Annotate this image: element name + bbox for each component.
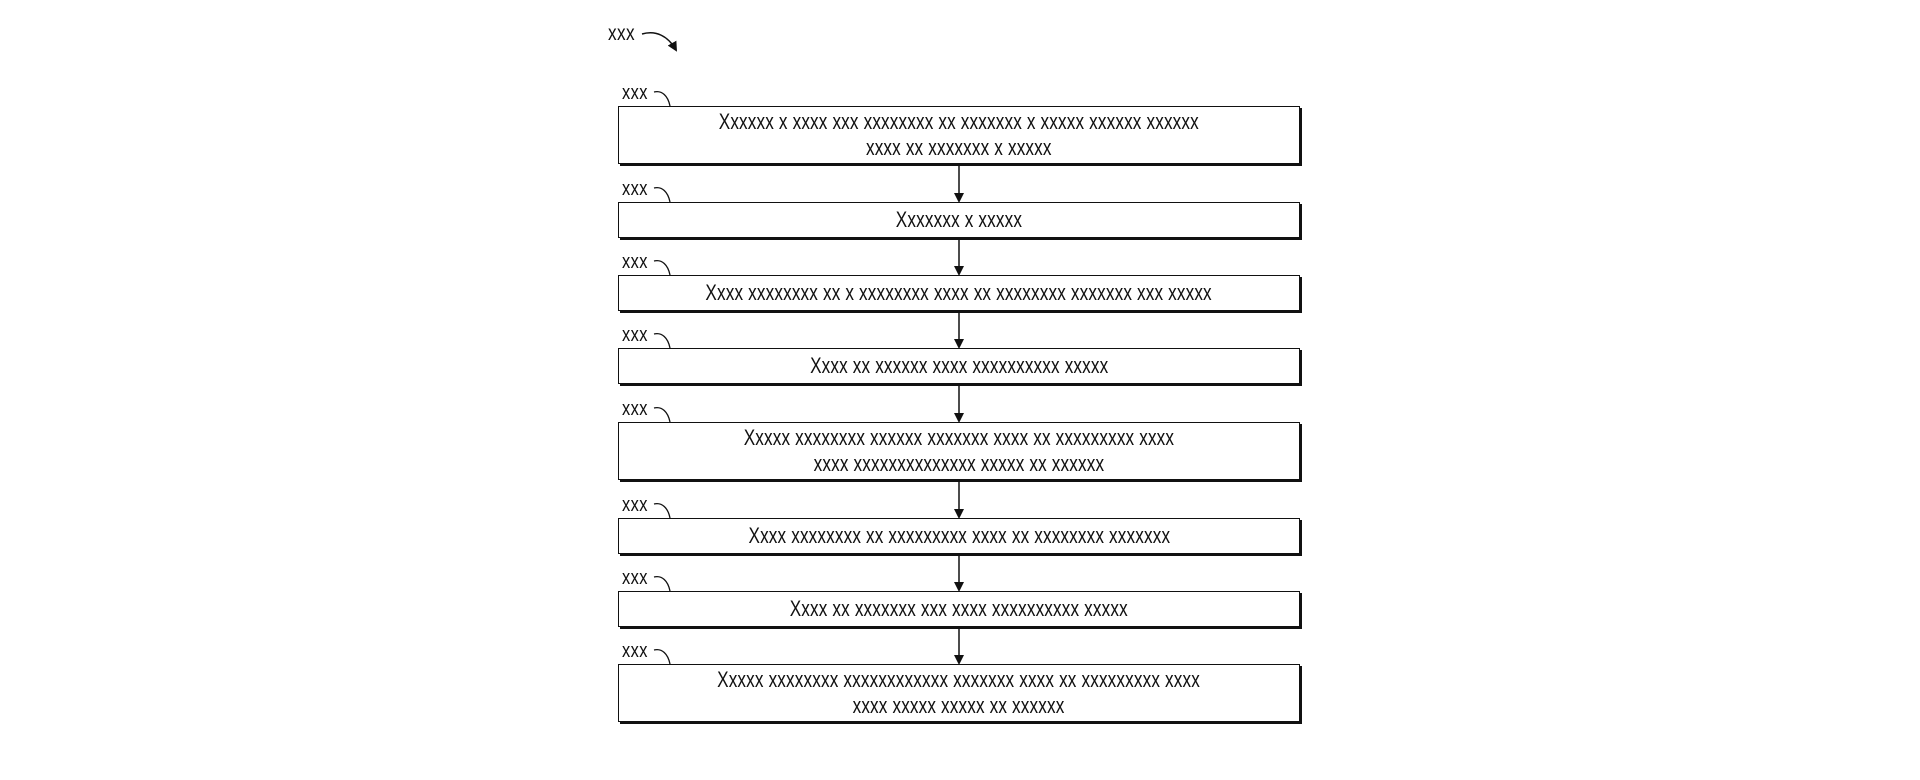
step-ref-leader bbox=[653, 648, 671, 665]
step-box: Xxxx xxxxxxxx xx xxxxxxxxx xxxx xx xxxxx… bbox=[618, 518, 1300, 554]
step-box: Xxxxxx x xxxx xxx xxxxxxxx xx xxxxxxx x … bbox=[618, 106, 1300, 164]
step-box: Xxxxxxx x xxxxx bbox=[618, 202, 1300, 238]
step-text: Xxxx xxxxxxxx xx x xxxxxxxx xxxx xx xxxx… bbox=[705, 280, 1213, 305]
step-ref-label: xxx bbox=[622, 640, 648, 662]
step-box: Xxxx xx xxxxxxx xxx xxxx xxxxxxxxxx xxxx… bbox=[618, 591, 1300, 627]
step-ref-label: xxx bbox=[622, 567, 648, 589]
step-ref-leader bbox=[653, 259, 671, 276]
step-ref-leader bbox=[653, 502, 671, 519]
step-ref-label: xxx bbox=[622, 398, 648, 420]
step-text: Xxxxx xxxxxxxx xxxxxx xxxxxxx xxxx xx xx… bbox=[743, 425, 1175, 476]
step-box: Xxxxx xxxxxxxx xxxxxx xxxxxxx xxxx xx xx… bbox=[618, 422, 1300, 480]
step-text: Xxxxx xxxxxxxx xxxxxxxxxxxx xxxxxxx xxxx… bbox=[717, 667, 1201, 718]
figure-ref-label: xxx bbox=[608, 22, 636, 45]
step-box: Xxxxx xxxxxxxx xxxxxxxxxxxx xxxxxxx xxxx… bbox=[618, 664, 1300, 722]
step-text: Xxxx xx xxxxxx xxxx xxxxxxxxxx xxxxx bbox=[809, 353, 1109, 378]
step-ref-label: xxx bbox=[622, 82, 648, 104]
figure-ref-arrow bbox=[641, 32, 677, 52]
step-text: Xxxxxx x xxxx xxx xxxxxxxx xx xxxxxxx x … bbox=[718, 109, 1200, 160]
step-ref-label: xxx bbox=[622, 494, 648, 516]
step-ref-label: xxx bbox=[622, 178, 648, 200]
step-ref-label: xxx bbox=[622, 251, 648, 273]
step-text: Xxxx xxxxxxxx xx xxxxxxxxx xxxx xx xxxxx… bbox=[748, 523, 1170, 548]
step-box: Xxxx xx xxxxxx xxxx xxxxxxxxxx xxxxx bbox=[618, 348, 1300, 384]
step-ref-label: xxx bbox=[622, 324, 648, 346]
step-ref-leader bbox=[653, 186, 671, 203]
step-ref-leader bbox=[653, 332, 671, 349]
step-text: Xxxxxxx x xxxxx bbox=[895, 207, 1023, 232]
step-ref-leader bbox=[653, 406, 671, 423]
step-box: Xxxx xxxxxxxx xx x xxxxxxxx xxxx xx xxxx… bbox=[618, 275, 1300, 311]
step-ref-leader bbox=[653, 575, 671, 592]
step-text: Xxxx xx xxxxxxx xxx xxxx xxxxxxxxxx xxxx… bbox=[789, 596, 1129, 621]
step-ref-leader bbox=[653, 90, 671, 107]
